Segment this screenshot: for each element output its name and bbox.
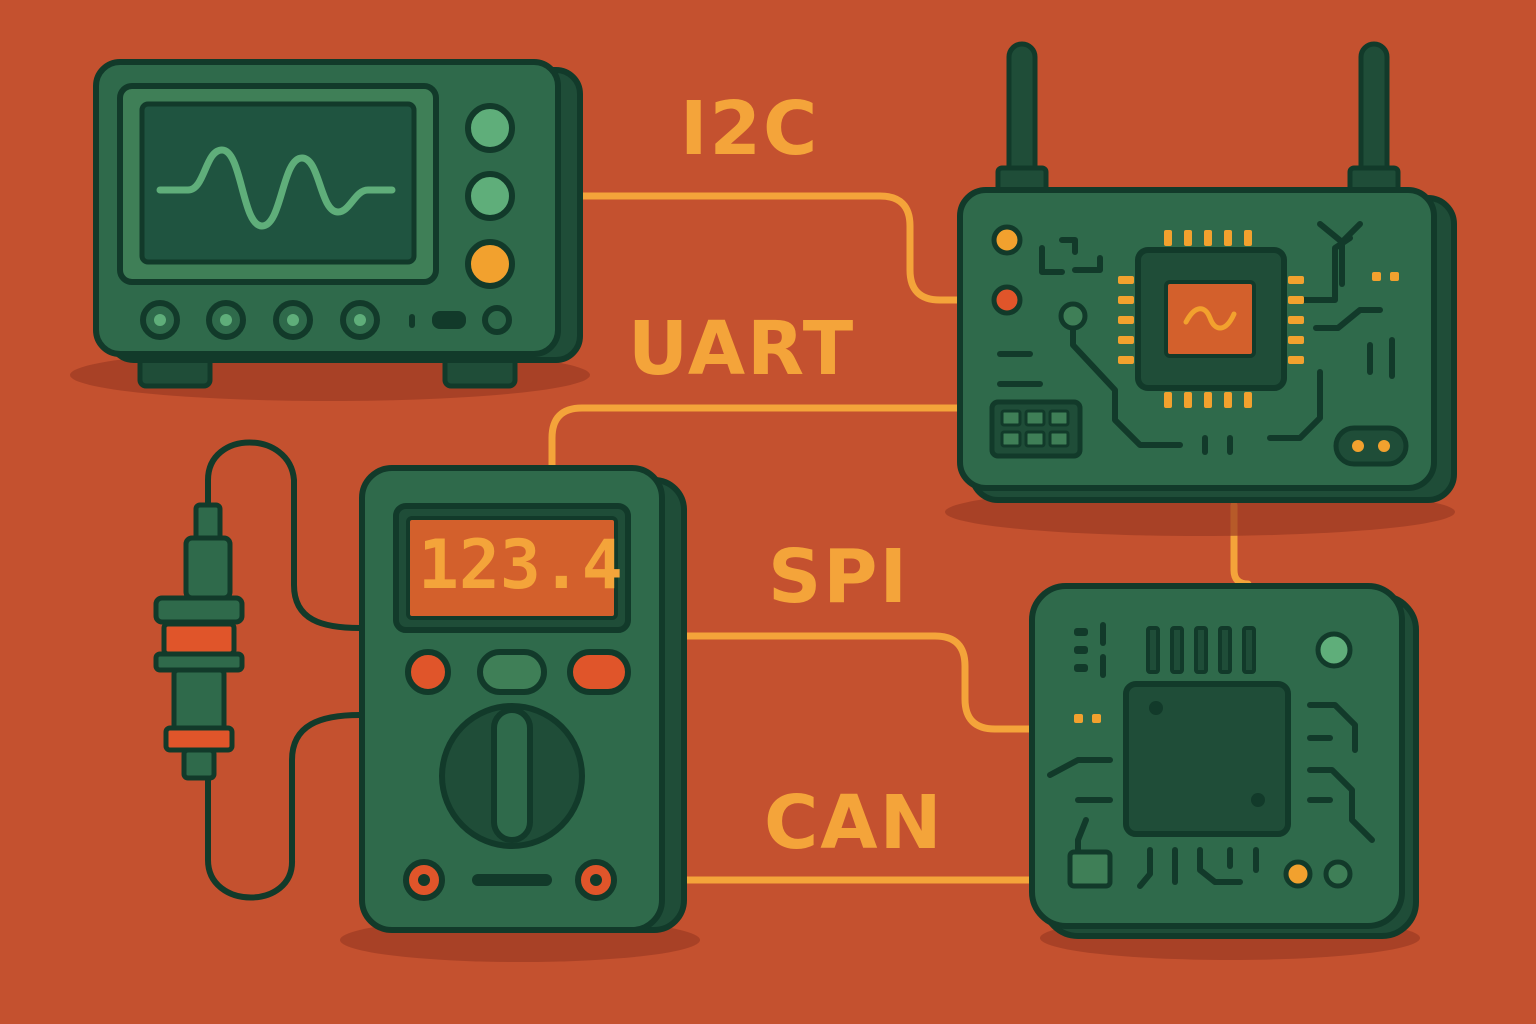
mcu-pads-orange xyxy=(1074,714,1101,723)
connection-wires xyxy=(548,192,1252,884)
waveform-icon xyxy=(156,146,396,230)
router-switch xyxy=(1333,425,1409,467)
probe-handle xyxy=(171,667,227,733)
multimeter xyxy=(340,465,700,962)
router-traces xyxy=(997,221,1395,455)
probe-handle-band xyxy=(163,725,235,753)
probe xyxy=(153,439,363,901)
sine-icon xyxy=(1183,306,1237,331)
spi-wire xyxy=(680,632,1036,733)
mcu-traces xyxy=(1047,702,1375,889)
uart-label: UART xyxy=(628,306,856,392)
uart-wire xyxy=(548,404,962,476)
spi-label: SPI xyxy=(768,534,910,620)
oscilloscope-knob-1 xyxy=(465,103,515,153)
router-board xyxy=(945,41,1457,536)
mcu-led-orange xyxy=(1283,859,1313,889)
probe-cable-top xyxy=(205,439,363,631)
oscilloscope xyxy=(70,59,590,401)
probe-guard xyxy=(153,595,245,625)
mcu-top-pins xyxy=(1146,626,1256,674)
multimeter-dial-pointer xyxy=(491,707,533,843)
router-connector-pins xyxy=(1000,409,1070,448)
router-chip-pins xyxy=(1118,230,1304,408)
router-led-red xyxy=(991,284,1023,316)
can-label: CAN xyxy=(764,780,944,866)
i2c-wire xyxy=(574,192,966,304)
probe-collar xyxy=(183,535,233,601)
multimeter-display xyxy=(406,516,618,620)
router-pads xyxy=(1372,272,1399,281)
oscilloscope-knob-2 xyxy=(465,171,515,221)
microcontroller-board xyxy=(1029,583,1420,960)
mcu-led-green xyxy=(1323,859,1353,889)
mcu-small-component xyxy=(1067,849,1113,889)
mcu-chip xyxy=(1123,681,1291,837)
multimeter-readout: 123.4 xyxy=(418,526,623,605)
oscilloscope-bottom-controls xyxy=(140,300,512,340)
i2c-label: I2C xyxy=(680,86,820,172)
probe-band xyxy=(161,621,237,657)
mcu-via xyxy=(1315,631,1353,669)
router-led-orange xyxy=(991,224,1023,256)
multimeter-button-left xyxy=(405,649,451,695)
probe-end xyxy=(181,747,217,781)
multimeter-jack-center xyxy=(472,874,552,886)
mcu-pads-left xyxy=(1074,622,1106,678)
probe-cable-bottom xyxy=(205,712,363,901)
multimeter-button-center xyxy=(477,649,547,695)
oscilloscope-screen xyxy=(139,101,417,265)
oscilloscope-knob-3 xyxy=(465,239,515,289)
router-via xyxy=(1058,301,1088,331)
multimeter-button-right xyxy=(567,649,631,695)
